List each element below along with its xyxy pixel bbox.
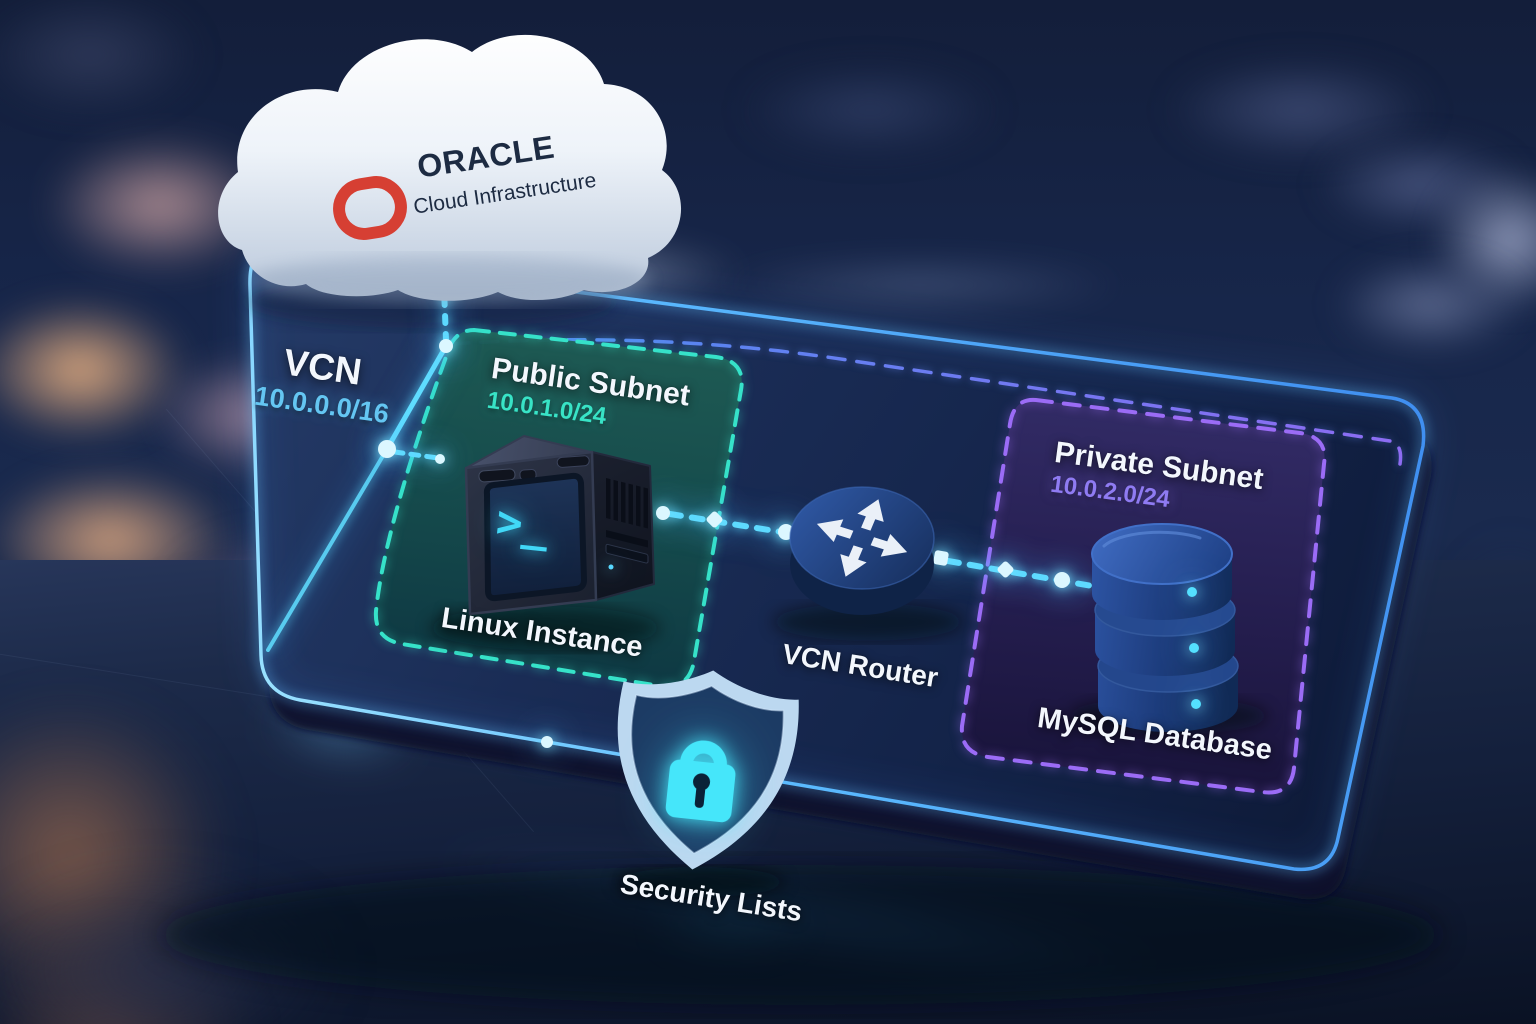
panel-neon-border <box>248 250 1426 872</box>
connection-node <box>439 339 453 353</box>
router-arrows <box>816 499 908 577</box>
database-stack <box>1091 523 1239 732</box>
server-shadow <box>430 606 660 650</box>
router-arrows-icon <box>773 486 963 641</box>
public-subnet-dashed-border <box>373 327 744 689</box>
connection-nodes <box>378 284 1070 748</box>
connection-lines <box>266 259 1095 748</box>
connection-node <box>997 561 1014 578</box>
connection-node <box>656 506 670 520</box>
vcn-trunk-link <box>266 447 389 652</box>
database-leds <box>1187 587 1201 709</box>
connection-node <box>933 550 949 566</box>
shield-shadow <box>615 867 785 897</box>
server-indicator-led <box>608 564 614 570</box>
cloud-underside-shade <box>250 256 650 304</box>
router-shadow <box>773 603 963 641</box>
vcn-trunk-link <box>384 343 449 452</box>
private-subnet-dashed-border <box>959 397 1327 795</box>
terminal-prompt-glyph: >_ <box>493 496 552 553</box>
trunk-to-subnet-link <box>392 449 441 461</box>
cloud-body <box>218 34 682 301</box>
connection-node <box>706 511 723 528</box>
router-top <box>789 486 935 590</box>
database-cylinders-icon <box>1068 523 1268 735</box>
connection-node <box>378 440 396 458</box>
panel-floor-shadow <box>160 865 1440 1005</box>
cloud-icon <box>218 34 682 304</box>
connection-node <box>435 454 445 464</box>
connection-node <box>541 736 553 748</box>
padlock-icon <box>665 740 736 823</box>
server-front-vents <box>478 455 590 483</box>
oracle-ring-icon <box>333 176 407 240</box>
server-side-vents <box>605 478 649 564</box>
shield-lock-icon <box>615 670 799 897</box>
terminal-server-icon <box>430 435 660 650</box>
connection-node <box>1054 572 1070 588</box>
server-terminal-screen <box>483 472 587 602</box>
